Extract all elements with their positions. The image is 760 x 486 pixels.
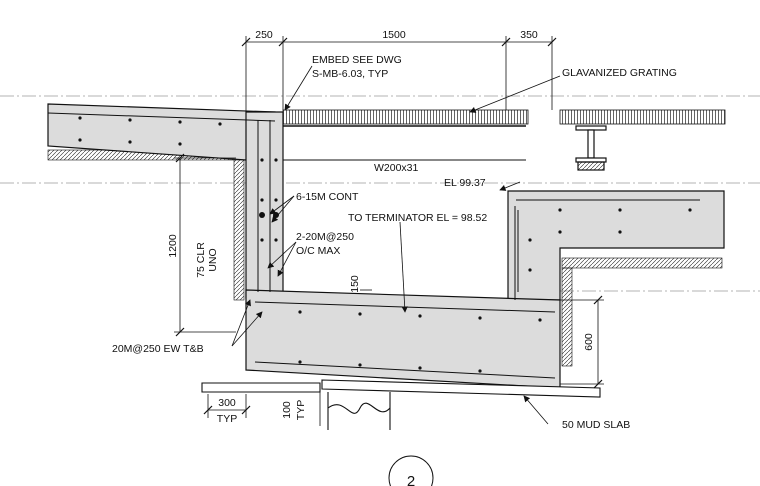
ew-callout: 20M@250 EW T&B xyxy=(112,343,204,355)
dim-height: 1200 xyxy=(167,234,179,258)
section-marker: 2 xyxy=(388,455,434,486)
dim-600: 600 xyxy=(583,333,595,351)
dim-150: 150 xyxy=(349,275,361,293)
terminator-callout: TO TERMINATOR EL = 98.52 xyxy=(348,212,487,224)
dim-100: 100 xyxy=(281,401,293,419)
centerlines xyxy=(0,95,760,292)
embed-callout-line1: EMBED SEE DWG xyxy=(312,54,402,66)
leaders xyxy=(231,65,561,425)
dim-top-mid: 1500 xyxy=(382,29,406,41)
dim-clear-cover: 75 CLR xyxy=(195,242,207,278)
elevation-label: EL 99.37 xyxy=(444,177,486,189)
dim-uno: UNO xyxy=(207,248,219,271)
cont-callout: 6-15M CONT xyxy=(296,191,359,203)
bars-callout-line2: O/C MAX xyxy=(296,245,340,257)
dim-typ-left: TYP xyxy=(217,413,237,425)
dimension-ticks xyxy=(175,37,603,415)
mud-slab xyxy=(201,379,601,430)
dimension-lines xyxy=(174,36,604,426)
mud-slab-callout: 50 MUD SLAB xyxy=(562,419,630,431)
dim-top-left: 250 xyxy=(255,29,273,41)
steel-beam xyxy=(575,125,607,171)
grating-callout: GLAVANIZED GRATING xyxy=(562,67,677,79)
dim-300: 300 xyxy=(218,397,236,409)
dim-top-right: 350 xyxy=(520,29,538,41)
section-number: 2 xyxy=(407,473,415,486)
rebar-dots xyxy=(78,116,692,373)
dim-typ-bottom: TYP xyxy=(295,400,307,420)
beam-label: W200x31 xyxy=(374,162,419,174)
bars-callout-line1: 2-20M@250 xyxy=(296,231,354,243)
grating-deck xyxy=(282,109,726,161)
embed-callout-line2: S-MB-6.03, TYP xyxy=(312,68,388,80)
concrete-section xyxy=(47,103,725,389)
